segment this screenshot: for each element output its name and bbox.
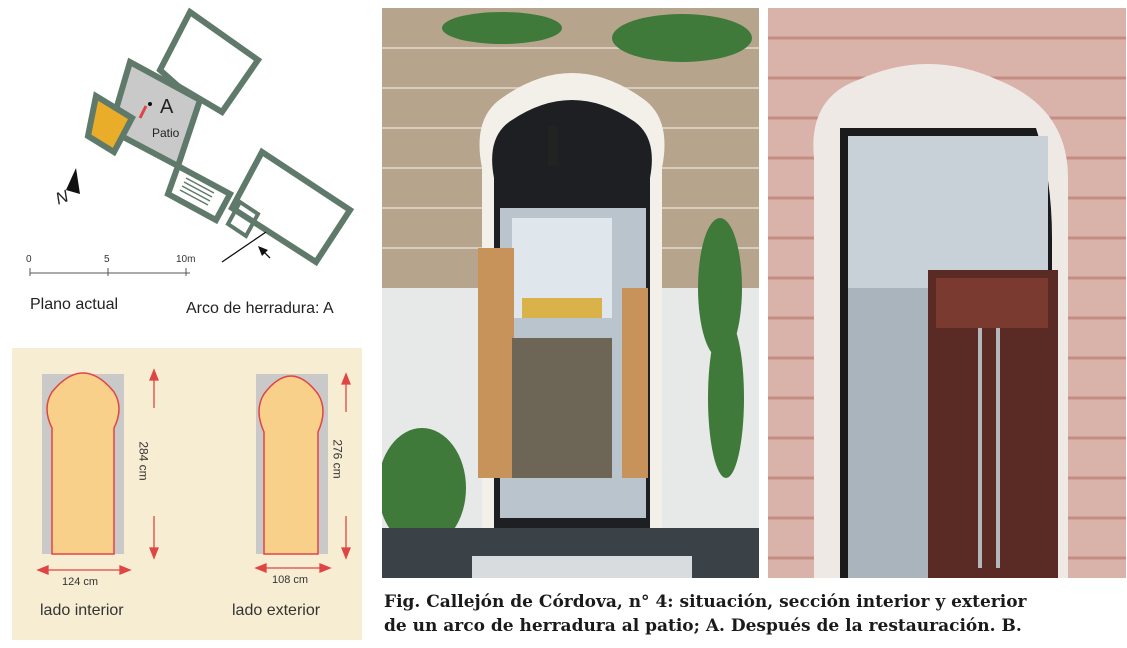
- interior-width-arrow: [36, 565, 132, 575]
- interior-width-label: 124 cm: [62, 576, 99, 588]
- figure-caption: Fig. Callejón de Córdova, n° 4: situació…: [384, 590, 1124, 638]
- point-a-label: A: [160, 96, 174, 118]
- stairs-icon: [179, 177, 215, 206]
- scale-tick-5: 5: [104, 254, 110, 265]
- photo-after-restoration: [382, 8, 759, 578]
- exterior-side-label: lado exterior: [232, 602, 321, 619]
- exterior-height-arrow: [341, 372, 351, 560]
- highlight-room: [84, 91, 136, 157]
- interior-height-label: 284 cm: [136, 441, 151, 481]
- entrance-line: [221, 231, 267, 263]
- point-a-dot: [148, 102, 152, 106]
- floor-plan-drawing: [29, 7, 355, 276]
- exterior-width-arrow: [254, 563, 332, 573]
- stair-room: [164, 161, 235, 225]
- scale-tick-0: 0: [26, 254, 32, 265]
- photo-before-restoration: [768, 8, 1126, 578]
- exterior-arch-shape: [258, 375, 324, 555]
- patio-label: Patio: [152, 126, 180, 140]
- photo-b-image: [768, 8, 1126, 578]
- interior-arch-shape: [46, 372, 120, 555]
- entrance-arrow-icon: [258, 246, 268, 256]
- scale-tick-10: 10m: [176, 254, 196, 265]
- arch-title: Arco de herradura: A: [186, 300, 334, 317]
- caption-line-1: Fig. Callejón de Córdova, n° 4: situació…: [384, 592, 1027, 612]
- arch-marker: [138, 105, 148, 119]
- photo-a-image: [382, 8, 759, 578]
- exterior-height-label: 276 cm: [330, 439, 345, 479]
- arch-sections-drawing: [36, 368, 351, 575]
- lower-room: [228, 147, 355, 267]
- exterior-width-label: 108 cm: [272, 574, 309, 586]
- caption-line-2: de un arco de herradura al patio; A. Des…: [384, 616, 1022, 636]
- arch-sections: 284 cm 276 cm 124 cm 108 cm lado interio…: [12, 348, 362, 640]
- north-arrow-icon: [66, 168, 80, 194]
- plan-title: Plano actual: [30, 296, 119, 313]
- floor-plan: A Patio N 0 5 10m Plano actual Arco de h…: [0, 0, 375, 338]
- interior-side-label: lado interior: [40, 602, 124, 619]
- interior-height-arrow: [149, 368, 159, 560]
